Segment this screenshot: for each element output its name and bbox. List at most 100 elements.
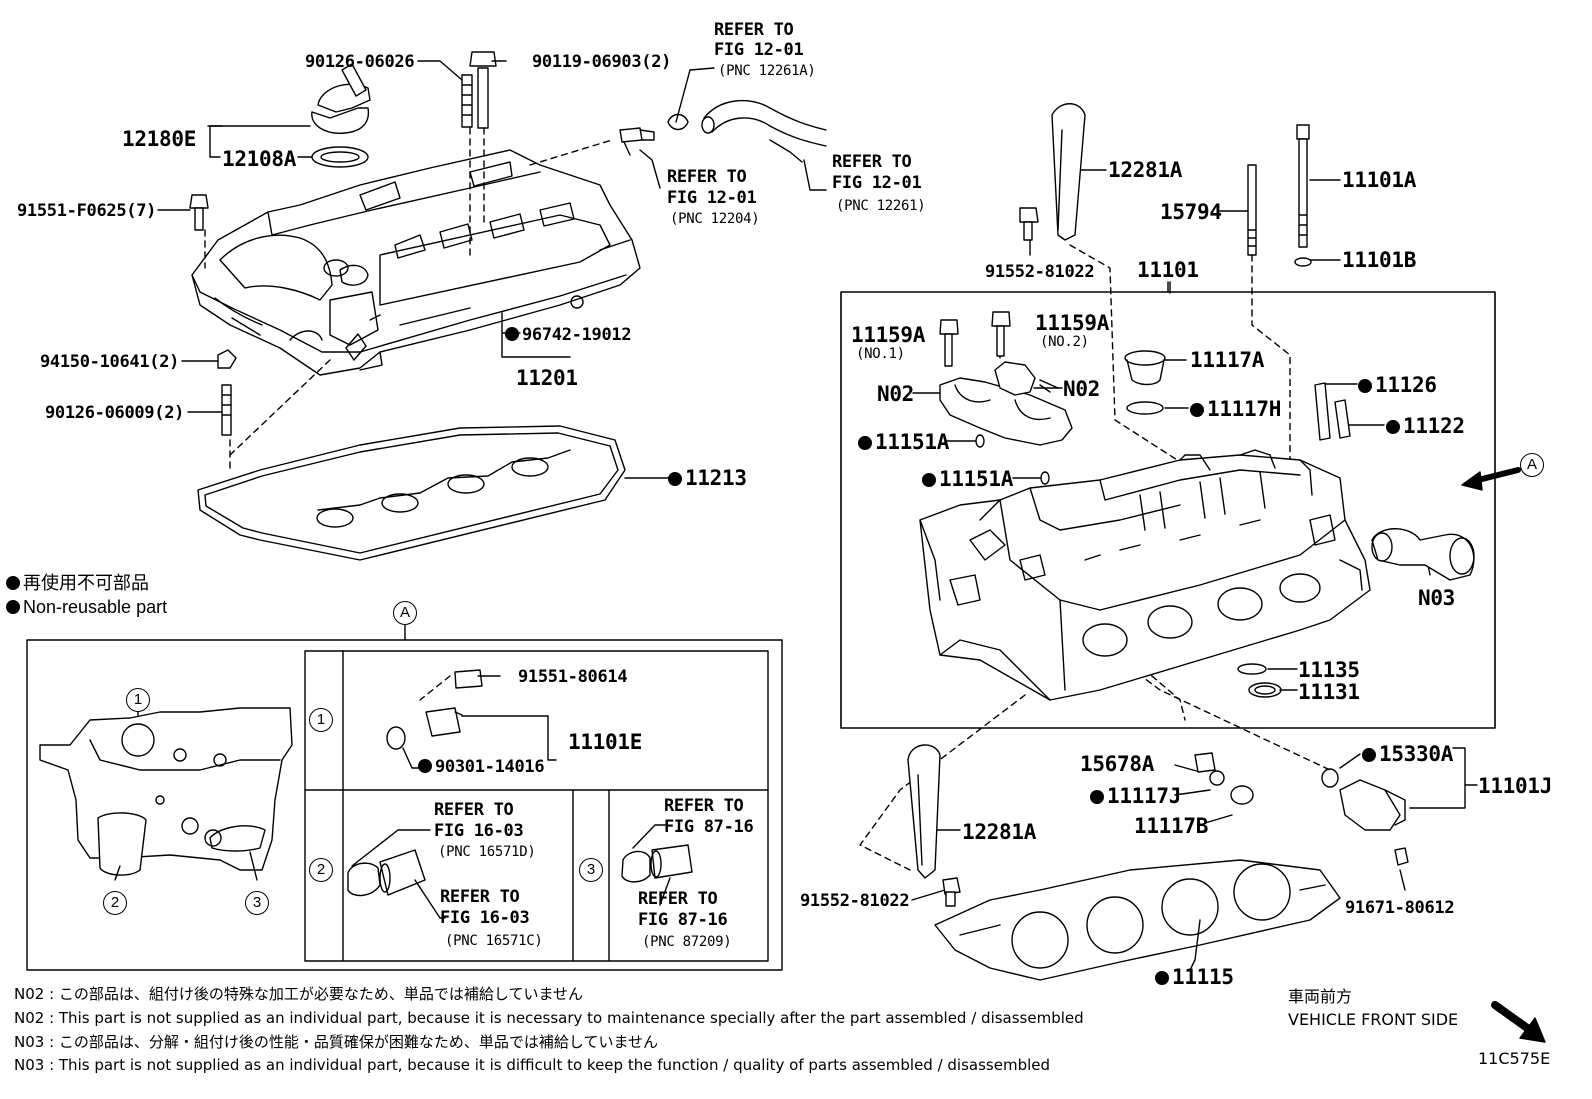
label-n02-left: N02 bbox=[877, 382, 915, 406]
legend-non-reusable-en: Non-reusable part bbox=[6, 596, 167, 618]
label-12281A-bottom: 12281A bbox=[962, 820, 1037, 844]
vehicle-front-jp: 車両前方 bbox=[1288, 987, 1353, 1006]
inset2-refer-b-label: REFER TO bbox=[440, 887, 520, 907]
cylinder-head bbox=[919, 449, 1371, 701]
label-90301-14016: 90301-14016 bbox=[418, 757, 545, 777]
vehicle-front-en: VEHICLE FRONT SIDE bbox=[1288, 1010, 1459, 1029]
label-n03: N03 bbox=[1418, 586, 1456, 610]
label-11151A-lower: 11151A bbox=[922, 467, 1013, 491]
callout-3-engine: 3 bbox=[245, 891, 269, 915]
inset-a bbox=[26, 623, 783, 971]
refer-to-c-pnc: (PNC 12261) bbox=[836, 198, 926, 214]
label-90126-06026: 90126-06026 bbox=[305, 52, 415, 72]
cover-studs bbox=[189, 51, 655, 436]
label-12108A: 12108A bbox=[222, 147, 297, 171]
footer-note-n02-jp: N02 : この部品は、組付け後の特殊な加工が必要なため、単品では補給していませ… bbox=[14, 985, 584, 1003]
label-11151A-upper: 11151A bbox=[858, 430, 949, 454]
footer-note-n03-jp: N03 : この部品は、分解・組付け後の性能・品質確保が困難なため、単品では補給… bbox=[14, 1033, 659, 1051]
label-11159A-no2: 11159A bbox=[1035, 311, 1110, 335]
cover-gasket bbox=[197, 425, 626, 561]
refer-to-c-label: REFER TO bbox=[832, 152, 912, 172]
cylinder-head-frame bbox=[840, 291, 1496, 729]
label-90126-06009: 90126-06009(2) bbox=[45, 403, 185, 423]
label-11101: 11101 bbox=[1137, 258, 1199, 282]
label-12180E: 12180E bbox=[122, 127, 197, 151]
label-11101J: 11101J bbox=[1478, 774, 1553, 798]
label-11131: 11131 bbox=[1298, 680, 1360, 704]
label-11122: 11122 bbox=[1386, 414, 1465, 438]
callout-3-box: 3 bbox=[579, 858, 603, 882]
view-a-arrow bbox=[1461, 467, 1521, 491]
inset2-refer-a-label: REFER TO bbox=[434, 800, 514, 820]
refer-to-c-fig: FIG 12-01 bbox=[832, 173, 922, 193]
label-no1: (NO.1) bbox=[856, 346, 905, 362]
label-11117B: 11117B bbox=[1134, 814, 1209, 838]
label-12281A-top: 12281A bbox=[1108, 158, 1183, 182]
label-15330A: 15330A bbox=[1362, 742, 1453, 766]
footer-note-n03-en: N03 : This part is not supplied as an in… bbox=[14, 1056, 1051, 1074]
label-91671-80612: 91671-80612 bbox=[1345, 898, 1455, 918]
label-11135: 11135 bbox=[1298, 658, 1360, 682]
inset3-refer-a-label: REFER TO bbox=[664, 796, 744, 816]
refer-to-a-label: REFER TO bbox=[714, 20, 794, 40]
label-11101B: 11101B bbox=[1342, 248, 1417, 272]
label-11117J: 11117J bbox=[1090, 784, 1181, 808]
label-11117H: 11117H bbox=[1190, 397, 1281, 421]
label-11117A: 11117A bbox=[1190, 348, 1265, 372]
label-91552-81022-top: 91552-81022 bbox=[985, 262, 1095, 282]
label-15794: 15794 bbox=[1160, 200, 1222, 224]
oil-control-valve bbox=[1194, 752, 1409, 866]
vehicle-front-arrow bbox=[1491, 1001, 1546, 1043]
pcv-hose bbox=[667, 99, 827, 147]
footer-note-n02-en: N02 : This part is not supplied as an in… bbox=[14, 1009, 1084, 1027]
callout-2-box: 2 bbox=[309, 858, 333, 882]
legend-non-reusable-jp: 再使用不可部品 bbox=[6, 572, 149, 594]
label-96742-19012: 96742-19012 bbox=[505, 325, 632, 345]
n03-elbow bbox=[1371, 528, 1475, 581]
label-11115: 11115 bbox=[1155, 965, 1234, 989]
refer-to-b-label: REFER TO bbox=[667, 167, 747, 187]
plugs-and-rings bbox=[1124, 350, 1351, 698]
refer-to-a-pnc: (PNC 12261A) bbox=[718, 63, 816, 79]
leader-lines bbox=[157, 60, 1478, 971]
label-91552-81022-bottom: 91552-81022 bbox=[800, 891, 910, 911]
inset3-refer-b-label: REFER TO bbox=[638, 889, 718, 909]
callout-a-head: A bbox=[1520, 453, 1544, 477]
figure-id: 11C575E bbox=[1478, 1049, 1551, 1068]
label-15678A: 15678A bbox=[1080, 752, 1155, 776]
refer-to-b-pnc: (PNC 12204) bbox=[670, 211, 760, 227]
inset2-refer-b-pnc: (PNC 16571C) bbox=[445, 933, 543, 949]
label-11126: 11126 bbox=[1358, 373, 1437, 397]
label-90119-06903: 90119-06903(2) bbox=[532, 52, 672, 72]
callout-a-inset: A bbox=[393, 601, 417, 625]
label-94150-10641: 94150-10641(2) bbox=[40, 352, 180, 372]
inset3-refer-b-fig: FIG 87-16 bbox=[638, 910, 728, 930]
inset3-refer-b-pnc: (PNC 87209) bbox=[642, 934, 732, 950]
cylinder-head-cover bbox=[191, 149, 641, 376]
inset2-refer-a-pnc: (PNC 16571D) bbox=[438, 844, 536, 860]
callout-2-engine: 2 bbox=[103, 891, 127, 915]
callout-1-engine: 1 bbox=[126, 688, 150, 712]
vent-hoses bbox=[907, 103, 1086, 879]
refer-to-a-fig: FIG 12-01 bbox=[714, 40, 804, 60]
label-11201: 11201 bbox=[516, 366, 578, 390]
label-11101E: 11101E bbox=[568, 730, 643, 754]
label-11213: 11213 bbox=[668, 466, 747, 490]
refer-to-b-fig: FIG 12-01 bbox=[667, 188, 757, 208]
inset3-refer-a-fig: FIG 87-16 bbox=[664, 817, 754, 837]
label-91551-80614: 91551-80614 bbox=[518, 667, 628, 687]
label-n02-right: N02 bbox=[1063, 377, 1101, 401]
label-11159A-no1: 11159A bbox=[851, 323, 926, 347]
cam-caps bbox=[939, 311, 1073, 485]
label-no2: (NO.2) bbox=[1040, 334, 1089, 350]
inset2-refer-b-fig: FIG 16-03 bbox=[440, 908, 530, 928]
label-91551-F0625: 91551-F0625(7) bbox=[17, 201, 157, 221]
oil-filler-cap bbox=[311, 63, 371, 168]
label-11101A: 11101A bbox=[1342, 168, 1417, 192]
callout-1-box: 1 bbox=[309, 708, 333, 732]
head-bolts bbox=[942, 124, 1312, 907]
head-gasket bbox=[934, 859, 1341, 981]
inset2-refer-a-fig: FIG 16-03 bbox=[434, 821, 524, 841]
